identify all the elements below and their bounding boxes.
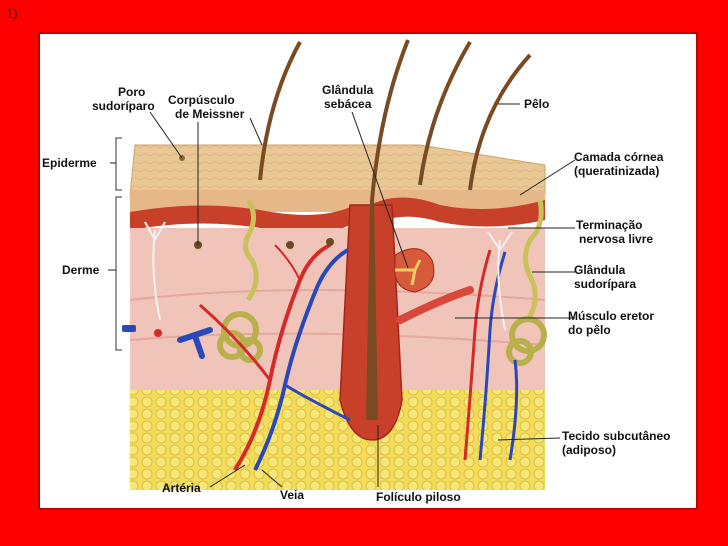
- label-camada-1: Camada córnea: [574, 150, 664, 164]
- subcutaneous-layer: [130, 390, 545, 490]
- label-poro-1: Poro: [118, 85, 145, 99]
- skin-surface: [129, 144, 546, 196]
- hair-3: [418, 40, 472, 186]
- basal-layer: [130, 197, 545, 234]
- label-musculo-1: Músculo eretor: [568, 309, 654, 323]
- label-poro-2: sudoríparo: [92, 99, 155, 113]
- label-terminacao-1: Terminação: [576, 218, 642, 232]
- label-glandula-sebacea-2: sebácea: [324, 97, 372, 111]
- slide-number: 1): [6, 6, 18, 21]
- label-derme: Derme: [62, 263, 100, 277]
- free-nerve-ending: [487, 231, 513, 331]
- epiderme-bracket: [115, 137, 122, 191]
- hair-4: [468, 53, 532, 191]
- label-pelo: Pêlo: [524, 97, 549, 111]
- label-foliculo: Folículo piloso: [376, 490, 461, 504]
- label-tecido-2: (adiposo): [562, 443, 616, 457]
- leader-lines: [108, 103, 576, 488]
- sweat-gland-right: [506, 316, 547, 366]
- artery-vessel: [233, 243, 331, 472]
- sweat-duct-right: [523, 199, 544, 322]
- hair-1: [258, 41, 302, 181]
- dermis-layer: [130, 228, 545, 390]
- label-tecido-1: Tecido subcutâneo: [562, 429, 670, 443]
- sweat-duct-left: [243, 198, 259, 302]
- label-epiderme: Epiderme: [42, 156, 97, 170]
- label-veia: Veia: [280, 488, 304, 502]
- label-camada-2: (queratinizada): [574, 164, 659, 178]
- label-corpusculo-2: de Meissner: [175, 107, 245, 121]
- label-glandula-sudoripara-1: Glândula: [574, 263, 626, 277]
- label-musculo-2: do pêlo: [568, 323, 611, 337]
- derme-bracket: [115, 196, 122, 351]
- vein-vessel: [253, 248, 350, 471]
- label-terminacao-2: nervosa livre: [579, 232, 653, 246]
- label-glandula-sudoripara-2: sudorípara: [574, 277, 636, 291]
- label-arteria: Artéria: [162, 481, 201, 495]
- label-corpusculo-1: Corpúsculo: [168, 93, 235, 107]
- arrector-muscle: [396, 286, 474, 324]
- hair-2: [370, 39, 410, 201]
- label-glandula-sebacea-1: Glândula: [322, 83, 374, 97]
